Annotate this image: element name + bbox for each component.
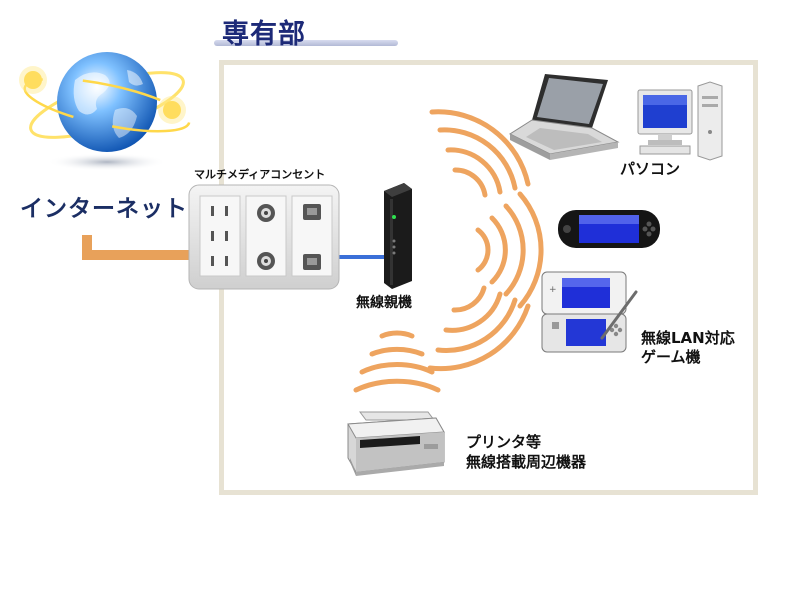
multimedia-outlet-label: マルチメディアコンセント bbox=[194, 168, 326, 181]
room-title: 専有部 bbox=[222, 19, 306, 50]
laptop-icon bbox=[508, 74, 620, 160]
internet-cable bbox=[82, 235, 195, 260]
printer-icon bbox=[347, 411, 445, 476]
printer-label-line-2: 無線搭載周辺機器 bbox=[466, 453, 587, 471]
router-icon bbox=[384, 183, 412, 289]
game-console-label: 無線LAN対応 ゲーム機 bbox=[641, 329, 735, 367]
game-console-label-line-1: 無線LAN対応 bbox=[641, 329, 735, 347]
printer-label-line-1: プリンタ等 bbox=[466, 433, 542, 451]
wireless-signal-icon bbox=[353, 109, 544, 393]
svg-text:+: + bbox=[549, 285, 557, 295]
title-underline bbox=[214, 40, 398, 46]
pc-label: パソコン bbox=[620, 160, 681, 178]
lan-cable bbox=[336, 255, 386, 259]
internet-label: インターネット bbox=[20, 196, 188, 222]
game-console-label-line-2: ゲーム機 bbox=[641, 348, 701, 366]
multimedia-outlet-icon bbox=[188, 184, 340, 290]
globe-icon bbox=[19, 52, 191, 171]
portable-game-console-icon bbox=[558, 210, 660, 248]
printer-label: プリンタ等 無線搭載周辺機器 bbox=[466, 432, 586, 472]
dual-screen-game-console-icon: + bbox=[541, 271, 638, 353]
desktop-pc-icon bbox=[637, 81, 723, 161]
router-label: 無線親機 bbox=[356, 295, 412, 311]
